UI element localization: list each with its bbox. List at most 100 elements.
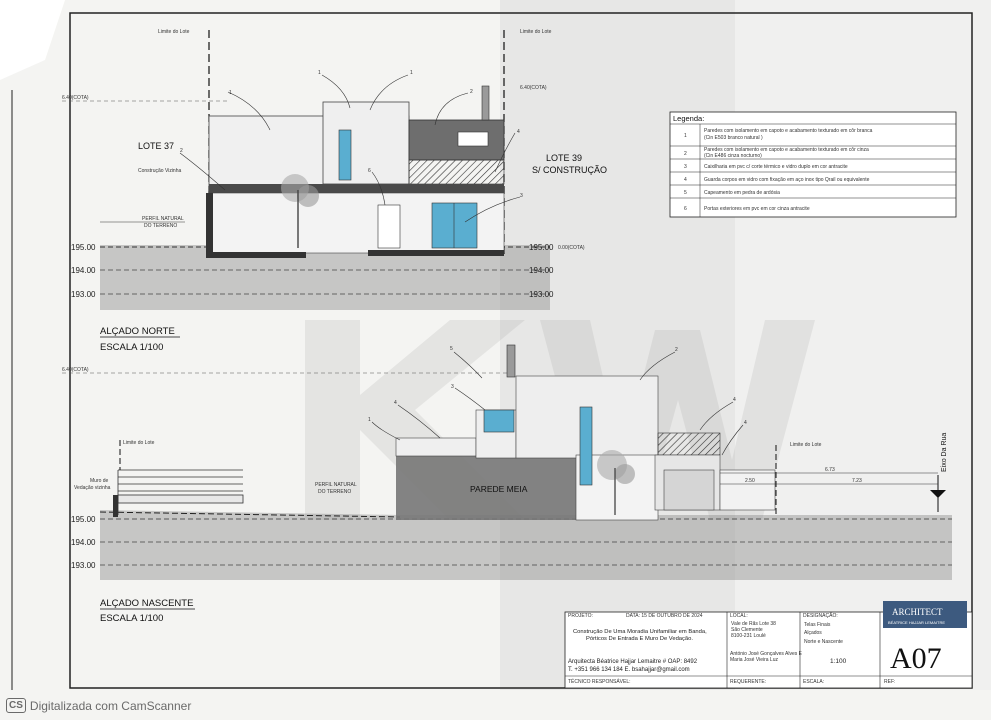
muro-label-b: Vedação vizinha <box>74 485 111 491</box>
legend-title: Legenda: <box>673 114 704 123</box>
callout-1a: 1 <box>229 90 232 96</box>
projeto-label: PROJETO: <box>568 613 593 619</box>
callout-1c: 1 <box>410 70 413 76</box>
guard-rail <box>408 159 505 185</box>
sheet-border <box>69 12 973 689</box>
callout-2b: 2 <box>180 148 183 154</box>
entrance-door <box>377 204 401 249</box>
local-c: 8100-231 Loulé <box>731 633 766 639</box>
callout-1b: 1 <box>318 70 321 76</box>
architect-logo-box <box>883 601 967 628</box>
designacao-b: Alçados <box>804 630 822 636</box>
alcado-nascente-scale: ESCALA 1/100 <box>100 613 163 624</box>
alcado-norte: 1 1 1 2 2 3 4 6 Limite do Lote Limite do… <box>62 29 607 353</box>
cota-label-right: 6.40(COTA) <box>520 85 547 91</box>
annex-base <box>719 469 776 511</box>
legend-text-6: Portas exteriores em pvc em cor cinza an… <box>704 206 810 212</box>
rail-b <box>657 432 721 456</box>
legend-text-1b: (Cin E503 branco natural ) <box>704 135 763 141</box>
parede-meia-label: PAREDE MEIA <box>470 484 528 494</box>
lot-limit-label-left: Limite do Lote <box>158 29 190 35</box>
callout-b-4a: 4 <box>394 400 397 406</box>
lot-limit-label-b-right: Limite do Lote <box>790 442 822 448</box>
chimney <box>481 85 490 121</box>
legend-num-3: 3 <box>684 164 687 170</box>
perfil-label-b1: PERFIL NATURAL <box>315 482 357 488</box>
legend-num-5: 5 <box>684 190 687 196</box>
grey-volume-window <box>457 131 489 147</box>
requerente-label: REQUERENTE: <box>730 679 766 685</box>
paper-fold-left <box>0 0 65 80</box>
designacao-c: Norte e Nascente <box>804 639 843 645</box>
callout-leaders <box>179 74 521 223</box>
callout-4: 4 <box>517 129 520 135</box>
alcado-nascente-title: ALÇADO NASCENTE <box>100 598 193 609</box>
architect-logo-text: ARCHITECT <box>892 607 943 617</box>
tree-b <box>597 450 635 515</box>
lot-limit-label-right: Limite do Lote <box>520 29 552 35</box>
neighbour-post <box>113 495 118 517</box>
ref-label: REF: <box>884 679 895 685</box>
callout-b-4c: 4 <box>744 420 747 426</box>
lote39-label: LOTE 39 <box>546 153 582 163</box>
legend-num-4: 4 <box>684 177 687 183</box>
callout-b-1: 1 <box>368 417 371 423</box>
alcado-norte-scale: ESCALA 1/100 <box>100 342 163 353</box>
legend-num-1: 1 <box>684 133 687 139</box>
legend-text-2a: Paredes com isolamento em capoto e acaba… <box>704 147 869 153</box>
project-desc-a: Construção De Uma Moradia Unifamiliar em… <box>573 629 707 635</box>
lot-limit-label-b-left: Limite do Lote <box>123 440 155 446</box>
legend-text-5: Capeamento em pedra de ardósia <box>704 190 780 196</box>
level-194-left: 194.00 <box>71 266 96 275</box>
architect-name: Arquitecta Béatrice Hajjar Lemaitre # OA… <box>568 659 698 665</box>
legend-table <box>669 111 957 218</box>
perfil-line <box>99 511 401 518</box>
local-a: Vale de Rãs Lote 38 <box>731 621 776 627</box>
perfil-label-b: DO TERRENO <box>144 223 177 229</box>
project-desc-b: Pórticos De Entrada E Muro De Vedação. <box>586 636 693 642</box>
level-193-left: 193.00 <box>71 290 96 299</box>
glass-door <box>431 202 478 249</box>
level-195-left: 195.00 <box>71 243 96 252</box>
left-pillar <box>206 193 213 257</box>
owner-b: Maria José Vieira Luz <box>730 657 778 663</box>
parede-meia-wall <box>396 455 576 520</box>
upper-window <box>338 129 352 181</box>
level-194-right: 194.00 <box>529 266 554 275</box>
data-label: DATA: 15 DE OUTUBRO DE 2024 <box>626 613 703 619</box>
owner-a: António José Gonçalves Alves E <box>730 651 803 657</box>
cota-label-left: 6.40(COTA) <box>62 95 89 101</box>
lote39-sub: S/ CONSTRUÇÃO <box>532 165 607 175</box>
callout-2a: 2 <box>470 89 473 95</box>
sheet-number: A07 <box>890 642 942 675</box>
level-193-b: 193.00 <box>71 561 96 570</box>
callout-b-2: 2 <box>675 347 678 353</box>
legend-text-4: Guarda corpos em vidro com fixação em aç… <box>704 177 870 183</box>
perfil-label-b2: DO TERRENO <box>318 489 351 495</box>
cota-label-b: 6.40(COTA) <box>62 367 89 373</box>
lote37-label: LOTE 37 <box>138 141 174 151</box>
dim-250: 2.50 <box>745 478 755 484</box>
legend-num-2: 2 <box>684 151 687 157</box>
legend-text-3: Caixilharia em pvc c/ corte térmico e vi… <box>704 164 848 170</box>
callout-b-3: 3 <box>451 384 454 390</box>
base-right <box>368 250 504 256</box>
window-b-2 <box>579 406 593 486</box>
level-195-b: 195.00 <box>71 515 96 524</box>
window-b-1 <box>483 409 515 433</box>
callout-b-5: 5 <box>450 346 453 352</box>
construcao-vizinha: Construção Vizinha <box>138 168 181 174</box>
callout-b-4b: 4 <box>733 397 736 403</box>
camscanner-logo: CS <box>6 698 26 713</box>
upper-white-volume <box>322 101 410 185</box>
callout-leaders-b <box>371 351 744 456</box>
low-white-wall <box>395 437 477 457</box>
tree <box>281 174 319 248</box>
designacao-a: Telas Finais <box>804 622 831 628</box>
annex-inner <box>663 469 715 511</box>
level-194-b: 194.00 <box>71 538 96 547</box>
architect-contact: T. +351 966 134 184 E. bsahajjar@gmail.c… <box>568 667 690 673</box>
legend-num-6: 6 <box>684 206 687 212</box>
scale-value: 1:100 <box>830 658 847 665</box>
level-195-right: 195.00 <box>529 243 554 252</box>
